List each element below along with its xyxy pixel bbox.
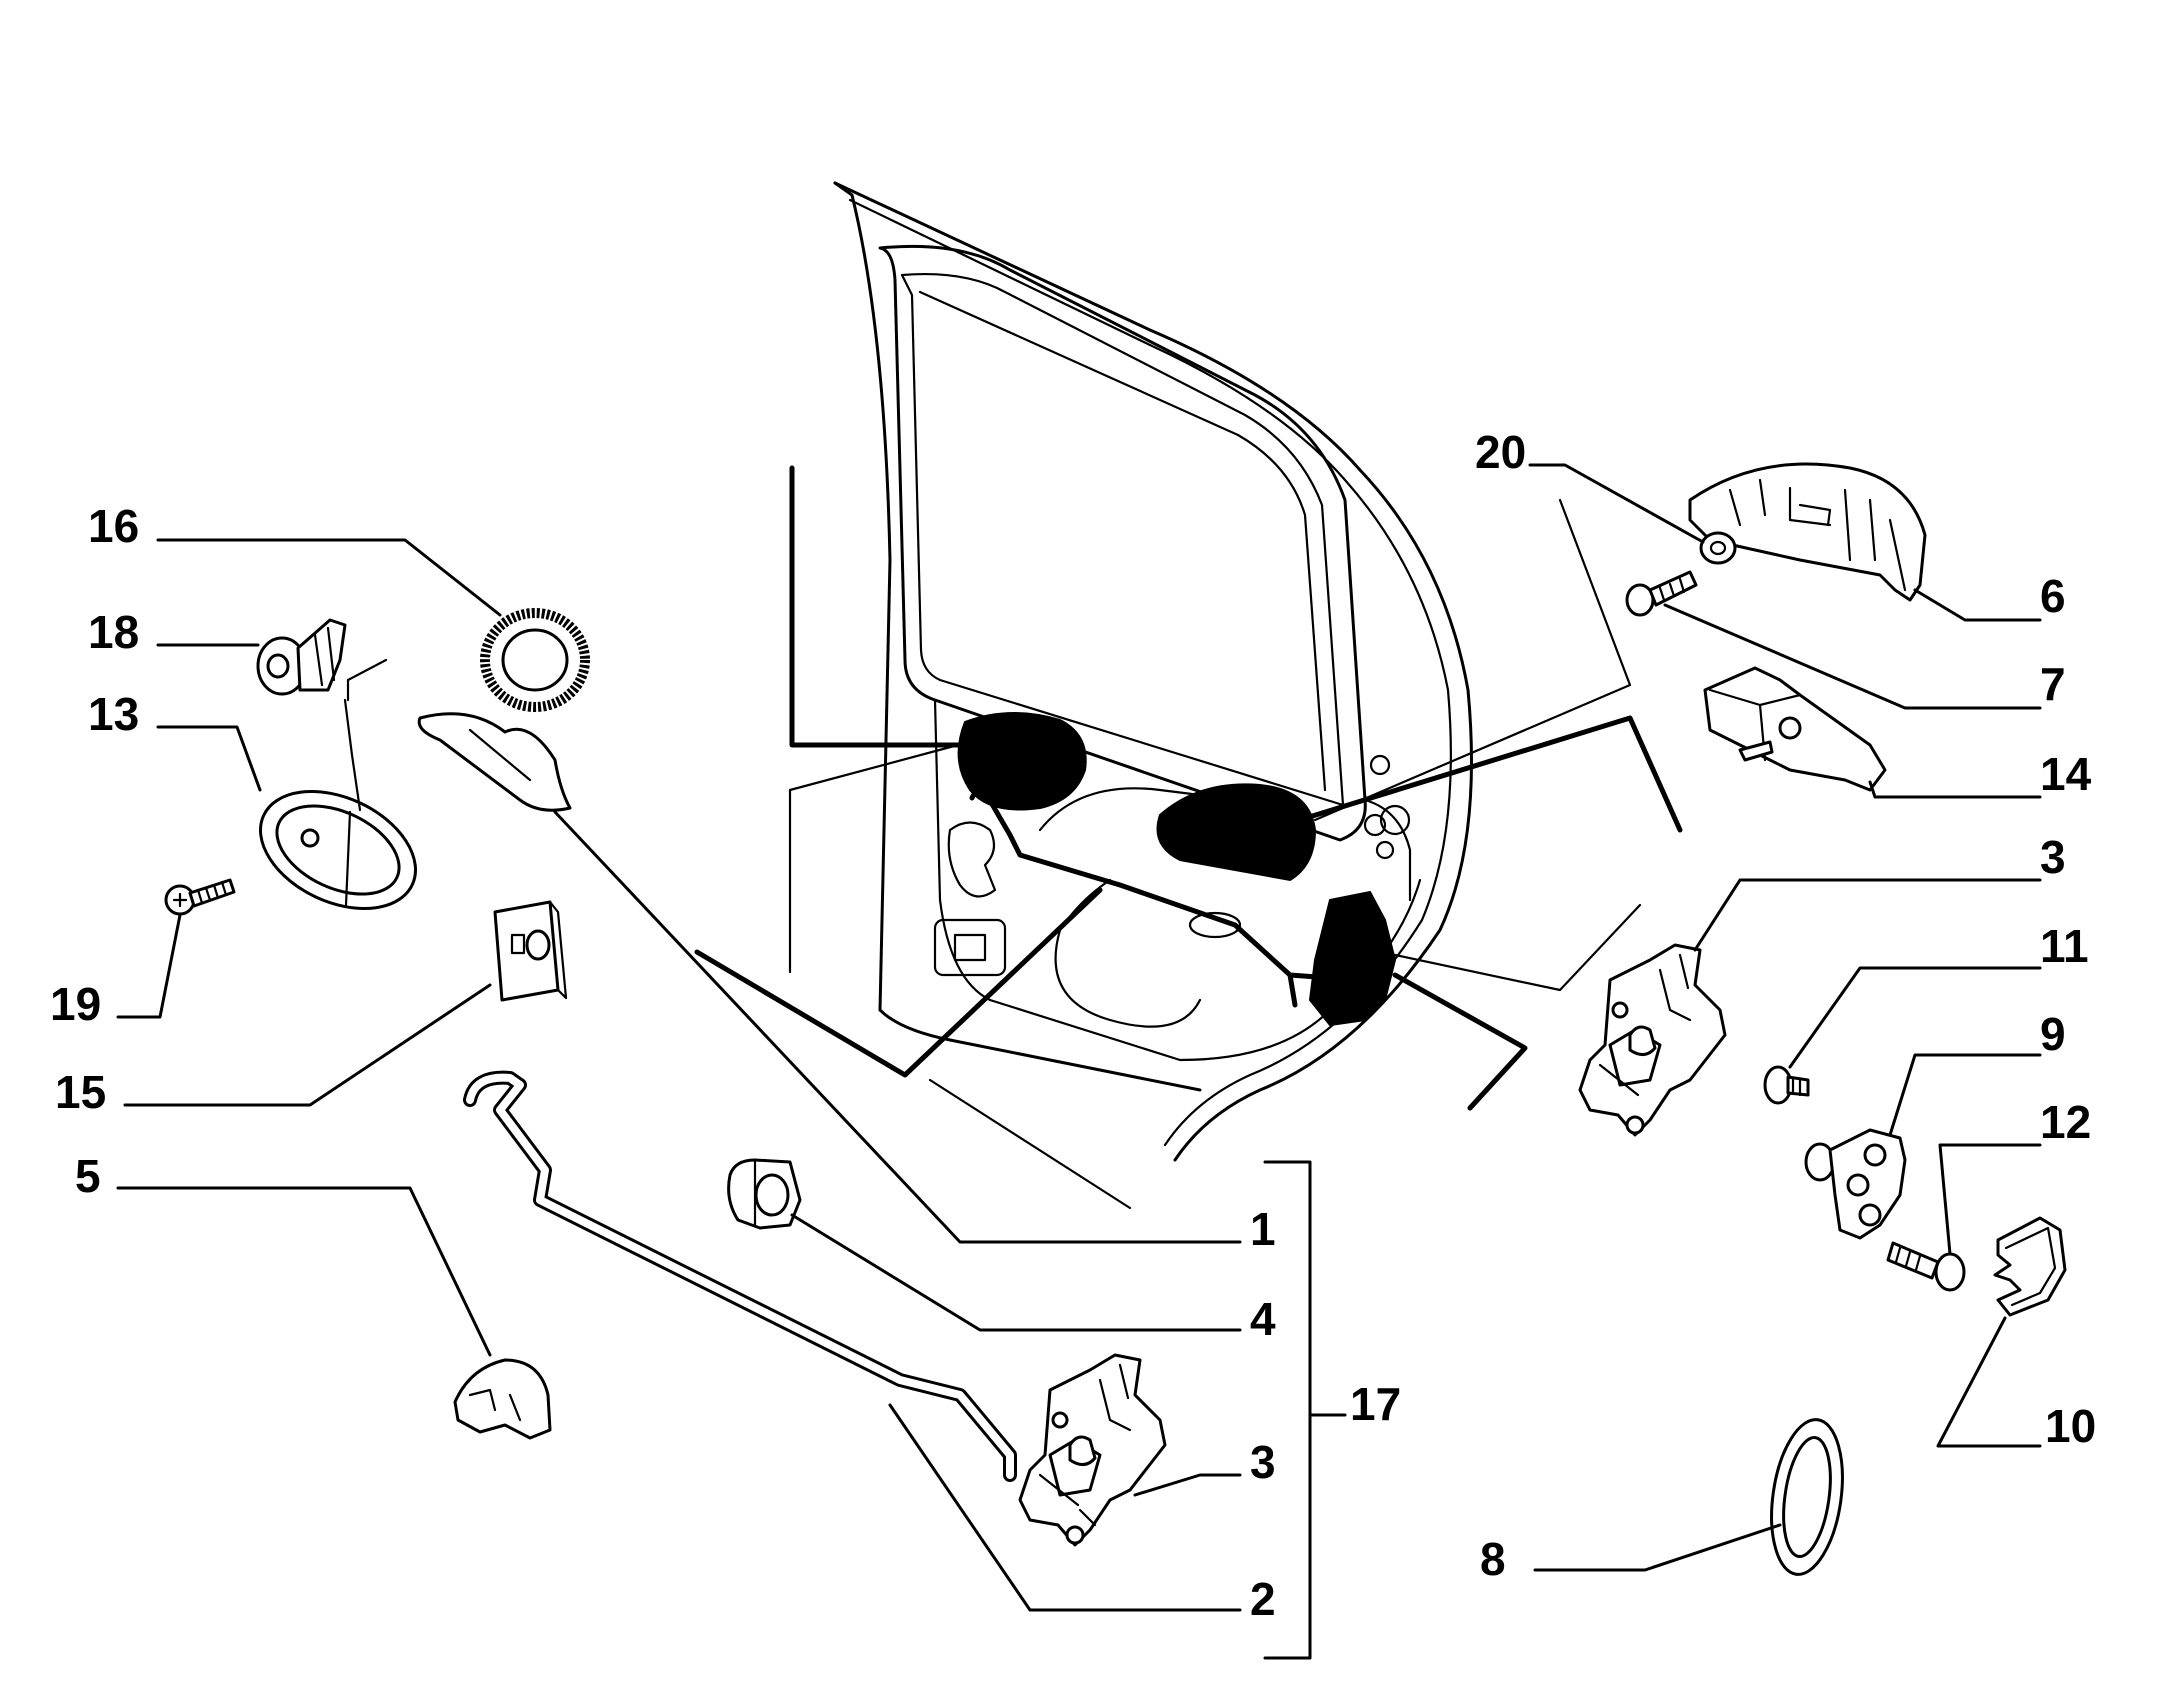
part-1-inner-handle [417, 712, 572, 812]
part-2-lock-rod [463, 1070, 1017, 1482]
part-3-latch-upper [1578, 943, 1727, 1137]
part-4-rod-clip [727, 1158, 802, 1230]
part-11-bolt [1763, 1065, 1810, 1105]
door-panel [833, 181, 1473, 1162]
part-7-screw [1625, 570, 1698, 617]
callout-labels: 16 18 13 19 15 5 20 6 7 14 3 11 9 12 10 … [50, 426, 2096, 1625]
part-8-grommet [1770, 1418, 1844, 1576]
door-leader-lines [694, 465, 1683, 1210]
callout-14: 14 [2040, 748, 2092, 800]
callout-12: 12 [2040, 1096, 2091, 1148]
part-6-outer-handle [1688, 462, 1927, 602]
callout-20: 20 [1475, 426, 1526, 478]
callout-16: 16 [88, 500, 139, 552]
part-18-plug-clip [256, 618, 347, 696]
callout-2: 2 [1250, 1573, 1276, 1625]
callout-5: 5 [75, 1150, 101, 1202]
callout-17: 17 [1350, 1378, 1401, 1430]
part-12-bolt [1886, 1241, 1966, 1292]
part-20-washer [1699, 531, 1737, 565]
callout-15: 15 [55, 1066, 106, 1118]
part-5-clip [453, 1358, 552, 1440]
callout-18: 18 [88, 606, 139, 658]
callout-4: 4 [1250, 1293, 1276, 1345]
callout-10: 10 [2045, 1400, 2096, 1452]
part-16-foam-ring [480, 608, 590, 712]
part-10-shim-plate [1993, 1216, 2067, 1317]
callout-1: 1 [1250, 1203, 1276, 1255]
callout-7: 7 [2040, 658, 2066, 710]
part-14-lock-housing [1703, 666, 1887, 792]
callout-3-lower: 3 [1250, 1436, 1276, 1488]
part-9-striker-plate [1804, 1128, 1907, 1240]
callout-6: 6 [2040, 570, 2066, 622]
part-15-square-cap [493, 900, 568, 1002]
callout-9: 9 [2040, 1008, 2066, 1060]
callout-19: 19 [50, 978, 101, 1030]
callout-8: 8 [1480, 1533, 1506, 1585]
part-13-handle-bezel [259, 658, 417, 910]
callout-leaders [116, 463, 2042, 1660]
callout-11: 11 [2040, 920, 2089, 972]
callout-3-upper: 3 [2040, 831, 2066, 883]
callout-13: 13 [88, 688, 139, 740]
part-19-screw [164, 878, 236, 916]
part-3-latch-lower [1018, 1353, 1167, 1547]
